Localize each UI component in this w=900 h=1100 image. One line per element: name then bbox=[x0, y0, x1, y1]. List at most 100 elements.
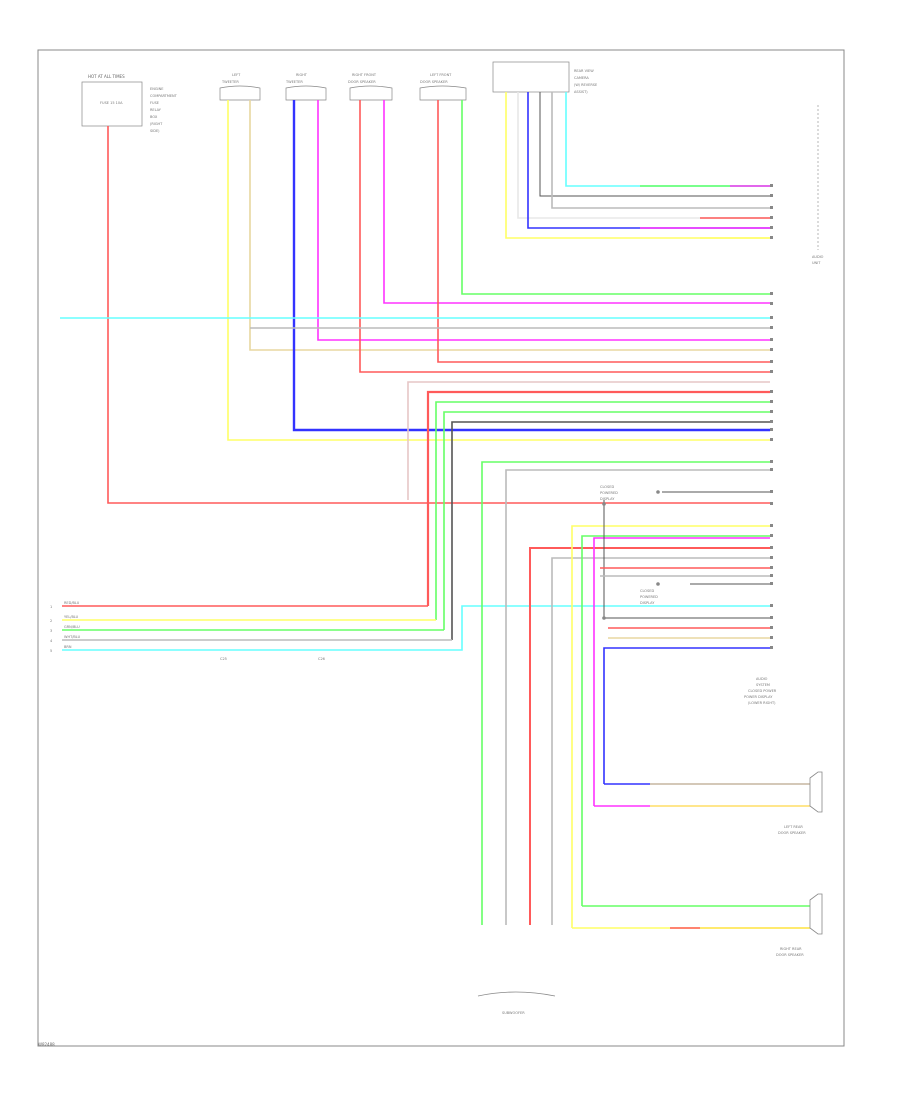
note-4: BOX bbox=[150, 115, 158, 119]
aul-l5: (LOWER RIGHT) bbox=[748, 701, 776, 705]
wire-label-3: GRN/BLU bbox=[64, 625, 80, 629]
left-tweeter: LEFT TWEETER bbox=[219, 73, 261, 101]
wire-mid-red bbox=[426, 390, 770, 606]
harness-code-1: C25 bbox=[220, 657, 227, 661]
rf-speaker-l1: RIGHT FRONT bbox=[352, 73, 377, 77]
wire-mid-grn2 bbox=[443, 411, 770, 630]
subwoofer-label: SUBWOOFER bbox=[502, 1011, 525, 1015]
lf-speaker-symbol bbox=[419, 85, 467, 101]
wire-lt-tan bbox=[249, 100, 770, 351]
cpd-l1: CLOSED bbox=[600, 485, 614, 489]
wire-ground-a bbox=[603, 500, 770, 619]
rf-speaker-symbol bbox=[349, 85, 393, 101]
audio-unit-top: AUDIO UNIT bbox=[812, 105, 824, 265]
right-tweeter-symbol bbox=[285, 85, 327, 101]
left-tweeter-symbol bbox=[219, 85, 261, 101]
rr-speaker-l2: DOOR SPEAKER bbox=[776, 953, 804, 957]
fuse-box-notes: ENGINE COMPARTMENT FUSE RELAY BOX (RIGHT… bbox=[150, 87, 178, 133]
wire-rt-blu bbox=[292, 100, 770, 432]
wire-rt-mag bbox=[317, 100, 770, 341]
fuse-box: HOT AT ALL TIMES FUSE 15 10A ENGINE COMP… bbox=[81, 74, 178, 133]
right-tweeter-l2: TWEETER bbox=[285, 80, 303, 84]
wire-cam-gray bbox=[551, 92, 770, 209]
wire-cam-blk bbox=[539, 92, 770, 197]
wire-rr-grn bbox=[581, 535, 770, 906]
cpd2-l2: POWERED bbox=[640, 595, 658, 599]
lf-speaker-l2: DOOR SPEAKER bbox=[420, 80, 448, 84]
wire-lt-yel bbox=[227, 100, 770, 441]
right-tweeter-l1: RIGHT bbox=[296, 73, 308, 77]
right-rear-door-speaker: RIGHT REAR DOOR SPEAKER bbox=[776, 893, 823, 957]
wire-cam-yel bbox=[505, 92, 770, 239]
lr-speaker-symbol bbox=[809, 771, 823, 813]
subwoofer-symbol bbox=[477, 991, 556, 997]
note-0: ENGINE bbox=[150, 87, 163, 91]
subwoofer: SUBWOOFER bbox=[477, 991, 556, 1015]
wire-mid-faint bbox=[407, 381, 770, 500]
rear-view-camera: REAR VIEW CAMERA (W/ REVERSE ASSIST) bbox=[492, 61, 597, 94]
cpd2-l3: DISPLAY bbox=[640, 601, 655, 605]
note-1: COMPARTMENT bbox=[150, 94, 178, 98]
pin-3: 3 bbox=[50, 629, 52, 633]
cpd2-l1: CLOSED bbox=[640, 589, 654, 593]
closed-powered-display-labels: CLOSED POWERED DISPLAY CLOSED POWERED DI… bbox=[600, 485, 658, 605]
pin-1: 1 bbox=[50, 605, 52, 609]
wire-label-5: BRN bbox=[64, 645, 72, 649]
wire-lf-grn bbox=[461, 100, 770, 295]
audio-unit-top-l1: AUDIO bbox=[812, 255, 824, 259]
wire-rr-yel bbox=[571, 525, 770, 928]
diagram-code: W82488 bbox=[38, 1042, 55, 1047]
camera-box bbox=[492, 61, 570, 93]
top-speakers: LEFT TWEETER RIGHT TWEETER RIGHT FRONT D… bbox=[219, 73, 467, 101]
wire-sub-grn bbox=[481, 461, 770, 925]
wire-label-2: YEL/BLU bbox=[64, 615, 79, 619]
audio-unit-top-l2: UNIT bbox=[812, 261, 821, 265]
camera-l2: CAMERA bbox=[574, 76, 589, 80]
wire-cam-wht bbox=[517, 92, 770, 219]
wire-label-1: RED/BLU bbox=[64, 601, 80, 605]
wire-label-4: WHT/BLU bbox=[64, 635, 81, 639]
fuse-box-fuse: FUSE 15 10A bbox=[100, 101, 123, 105]
camera-l1: REAR VIEW bbox=[574, 69, 594, 73]
wire-mid-blk bbox=[451, 421, 770, 640]
wire-sub-red bbox=[529, 547, 770, 925]
left-tweeter-l1: LEFT bbox=[232, 73, 241, 77]
cpd-l3: DISPLAY bbox=[600, 497, 615, 501]
lf-door-speaker: LEFT FRONT DOOR SPEAKER bbox=[419, 73, 467, 101]
wire-cam-cyan bbox=[565, 92, 770, 187]
wire-sub-gray bbox=[505, 469, 770, 925]
aul-l4: POWER DISPLAY bbox=[744, 695, 773, 699]
audio-unit-pins bbox=[602, 184, 773, 649]
fuse-box-outline bbox=[81, 81, 143, 127]
wire-rf-mag bbox=[383, 100, 770, 304]
pin-5: 5 bbox=[50, 649, 52, 653]
wire-rf-red bbox=[359, 100, 770, 373]
note-5: (RIGHT bbox=[150, 122, 163, 126]
camera-l4: ASSIST) bbox=[574, 90, 588, 94]
aul-l1: AUDIO bbox=[756, 677, 768, 681]
fuse-box-title: HOT AT ALL TIMES bbox=[88, 74, 125, 79]
wire-fuse-power bbox=[107, 126, 770, 504]
cpd-l2: POWERED bbox=[600, 491, 618, 495]
right-tweeter: RIGHT TWEETER bbox=[285, 73, 327, 101]
aul-l3: CLOSED POWER bbox=[748, 689, 777, 693]
rf-speaker-l2: DOOR SPEAKER bbox=[348, 80, 376, 84]
diagram-frame bbox=[37, 49, 845, 1047]
wire-lr-blu bbox=[603, 647, 770, 784]
rr-speaker-symbol bbox=[809, 893, 823, 935]
lr-speaker-l2: DOOR SPEAKER bbox=[778, 831, 806, 835]
wire-sub-gray2 bbox=[551, 557, 770, 925]
rf-door-speaker: RIGHT FRONT DOOR SPEAKER bbox=[348, 73, 393, 101]
note-6: SIDE) bbox=[150, 129, 160, 133]
pin-2: 2 bbox=[50, 619, 52, 623]
camera-l3: (W/ REVERSE bbox=[574, 83, 597, 87]
audio-unit-lower-labels: AUDIO SYSTEM CLOSED POWER POWER DISPLAY … bbox=[744, 677, 777, 705]
wires bbox=[60, 92, 810, 929]
wire-lf-red bbox=[437, 100, 770, 363]
wire-lr-mag bbox=[593, 537, 770, 806]
note-2: FUSE bbox=[150, 101, 159, 105]
note-3: RELAY bbox=[150, 108, 162, 112]
wire-mid-grn bbox=[435, 401, 770, 620]
rr-speaker-l1: RIGHT REAR bbox=[780, 947, 802, 951]
